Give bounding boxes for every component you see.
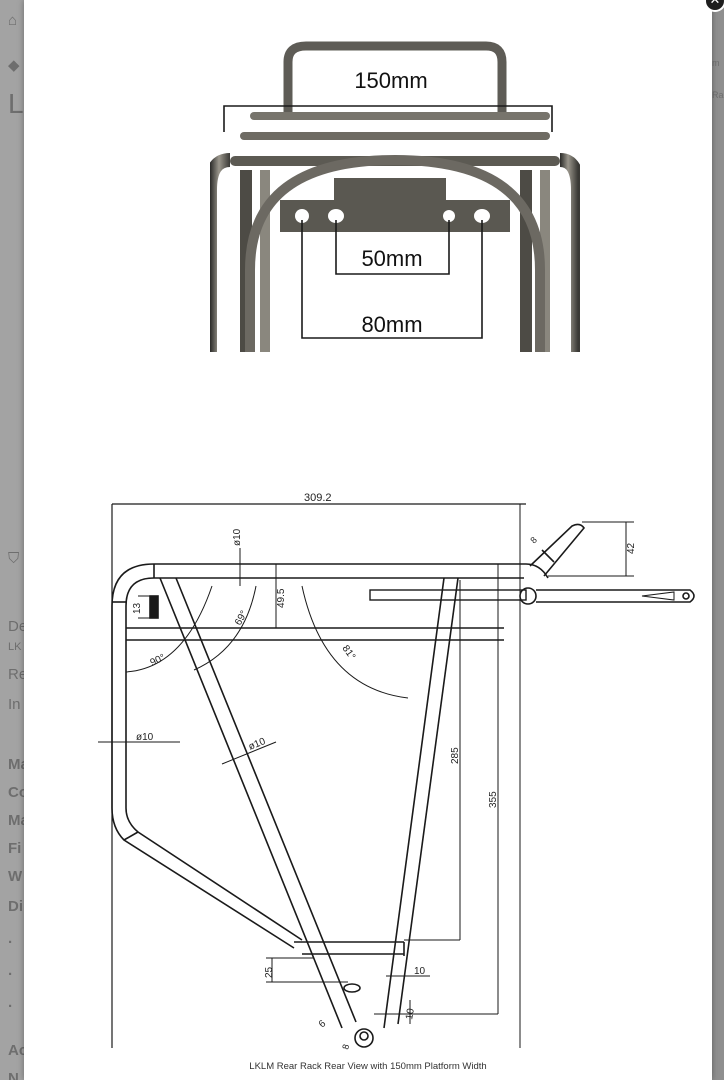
background-text-fragment: Ac (8, 1042, 24, 1059)
close-icon: ✕ (710, 0, 721, 7)
svg-text:10: 10 (414, 966, 426, 977)
svg-text:309.2: 309.2 (304, 492, 332, 504)
svg-text:49.5: 49.5 (276, 588, 287, 608)
background-text-fragment: · (8, 934, 13, 951)
image-caption: LKLM Rear Rack Rear View with 150mm Plat… (249, 1061, 487, 1072)
background-text-fragment: Re (8, 666, 24, 683)
svg-text:ø10: ø10 (232, 528, 243, 546)
svg-text:50mm: 50mm (361, 246, 422, 271)
svg-text:ø10: ø10 (247, 736, 268, 753)
background-right-strip: mRac (712, 0, 724, 1080)
svg-text:6: 6 (317, 1018, 329, 1030)
svg-text:69°: 69° (233, 609, 250, 628)
close-lightbox-button[interactable]: ✕ (704, 0, 724, 12)
svg-text:90°: 90° (149, 652, 167, 668)
svg-text:ø10: ø10 (136, 732, 154, 743)
background-text-fragment: m (712, 58, 720, 68)
rack-photo: 150mm 50mm 80mm (210, 41, 580, 352)
background-text-fragment: Fi (8, 840, 22, 857)
image-lightbox: 150mm 50mm 80mm 309.2 (24, 0, 712, 1080)
svg-text:8: 8 (340, 1043, 351, 1050)
svg-text:42: 42 (626, 542, 637, 554)
shield-icon: ⛉ (8, 550, 20, 567)
background-text-fragment: N (8, 1070, 19, 1080)
background-text-fragment: W (8, 868, 23, 885)
rack-technical-drawing: 309.2 (98, 492, 695, 1051)
background-text-fragment: Co (8, 784, 24, 801)
background-text-fragment: LK (8, 641, 22, 653)
svg-text:355: 355 (488, 791, 499, 808)
background-text-fragment: Di (8, 898, 23, 915)
background-text-fragment: Ma (8, 756, 24, 773)
background-text-fragment: · (8, 998, 13, 1015)
background-text-fragment: Rac (712, 90, 724, 100)
background-left-strip: ⌂◆L⛉DeLKReInMaCoMaFiWDi···AcN (0, 0, 24, 1080)
svg-text:81°: 81° (340, 643, 358, 662)
background-text-fragment: · (8, 966, 13, 983)
svg-text:285: 285 (450, 747, 461, 764)
background-text-fragment: Ma (8, 812, 24, 829)
label-150mm: 150mm (354, 68, 427, 93)
back-icon: ◆ (8, 57, 20, 74)
svg-text:8: 8 (528, 535, 539, 546)
home-icon: ⌂ (8, 12, 18, 29)
background-text-fragment: L (8, 88, 24, 119)
svg-text:80mm: 80mm (361, 312, 422, 337)
background-text-fragment: In (8, 696, 21, 713)
svg-text:10: 10 (404, 1007, 417, 1020)
svg-text:25: 25 (264, 966, 275, 978)
background-text-fragment: De (8, 618, 24, 635)
svg-text:13: 13 (132, 602, 143, 614)
